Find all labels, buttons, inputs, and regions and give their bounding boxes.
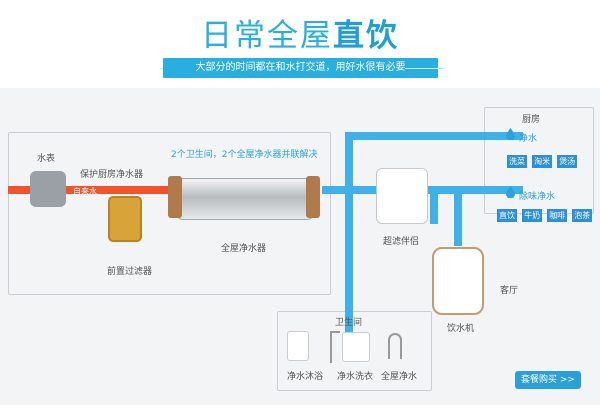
subtitle-banner: 大部分的时间都在和水打交道，用好水很有必要 (163, 58, 438, 78)
faucet-icon (388, 333, 402, 359)
tag-item: 淘米 (532, 155, 553, 168)
fresh-water-tags: 直饮 牛奶 咖啡 泡茶 (497, 203, 593, 222)
whole-house-label: 全屋净水器 (221, 244, 267, 254)
bath-item-label: 净水洗衣 (337, 372, 374, 382)
kitchen-title: 厨房 (522, 115, 541, 125)
pure-water-tags: 洗菜 淘米 煲汤 (507, 149, 578, 168)
main-vertical-pipe (345, 132, 353, 356)
note-text: 2个卫生间，2个全屋净水器并联解决 (171, 150, 318, 160)
kitchen-top-pipe (345, 132, 523, 140)
water-drop-icon (506, 186, 515, 198)
tag-item: 洗菜 (507, 155, 527, 168)
meter-label: 水表 (37, 154, 56, 164)
whole-house-zone (8, 132, 331, 295)
outlet-pipe (322, 186, 352, 194)
living-room-label: 客厅 (500, 286, 519, 296)
red-inlet-pipe (8, 186, 178, 194)
dispenser-pipe (454, 186, 462, 246)
tap-water-label: 自来水 (73, 187, 97, 196)
page-title: 日常全屋直饮 (201, 18, 399, 54)
subtitle-divider-right (405, 68, 445, 69)
water-drop-icon (506, 128, 515, 140)
tag-item: 泡茶 (572, 209, 593, 222)
shower-icon (330, 331, 340, 363)
bath-item-label: 全屋净水 (381, 372, 418, 382)
partner-label: 超滤伴侣 (383, 237, 420, 247)
water-meter (30, 171, 66, 207)
dispenser-label: 饮水机 (447, 324, 475, 334)
buy-package-button[interactable]: 套餐购买 >> (515, 371, 581, 389)
bath-item-label: 净水沐浴 (287, 372, 324, 382)
tag-item: 煲汤 (557, 155, 578, 168)
kitchen-protector-label: 保护厨房净水器 (80, 170, 144, 180)
fresh-water-label: 除味净水 (519, 192, 556, 202)
ultrafiltration-partner (376, 168, 428, 224)
purifier-left-cap (168, 176, 182, 218)
tag-item: 直饮 (497, 209, 517, 222)
pure-water-label: 净水 (519, 134, 538, 144)
whole-house-purifier (175, 178, 315, 220)
water-heater-icon (287, 331, 309, 361)
washing-machine-icon (342, 332, 370, 362)
purifier-right-cap (306, 176, 320, 218)
partner-pipe (430, 186, 438, 224)
prefilter-device (108, 196, 142, 242)
water-dispenser (432, 247, 484, 315)
prefilter-label: 前置过滤器 (107, 267, 153, 277)
bathroom-zone (277, 311, 432, 391)
bathroom-title: 卫生间 (335, 318, 363, 328)
tag-item: 牛奶 (522, 209, 543, 222)
tag-item: 咖啡 (547, 209, 568, 222)
